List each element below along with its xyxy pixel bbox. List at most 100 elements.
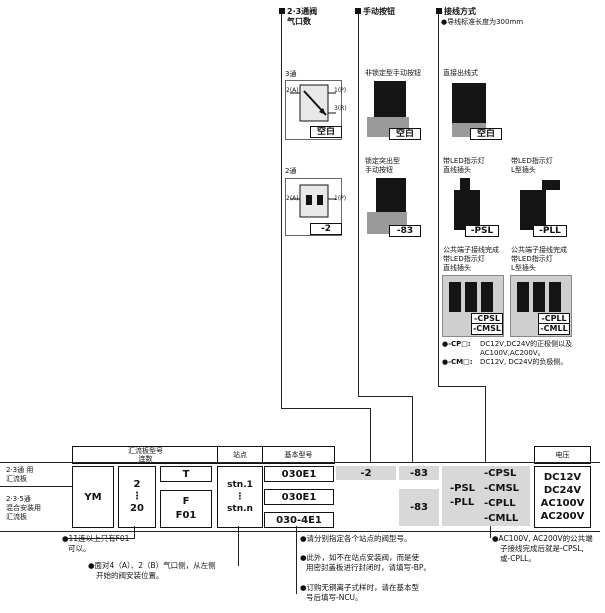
wiring-leader-down — [485, 386, 486, 463]
base-note-leader — [296, 526, 297, 594]
pll-caption-1: 带LED指示灯 — [511, 157, 553, 165]
three-way-tag: 空白 — [310, 126, 342, 138]
count-bottom: 20 — [130, 503, 144, 514]
cm-note-key: ●-CM□: — [442, 358, 473, 366]
ym-cell: YM — [72, 466, 114, 528]
two-way-port-2a: 2(A) — [286, 195, 299, 202]
note-specify-valve: ●请分别指定各个站点的阀型号。 — [300, 534, 412, 543]
row2-label-1: 2·3·5通 — [6, 495, 31, 503]
count-header-text: 连数 — [138, 455, 153, 463]
row-divider — [0, 486, 72, 487]
note-ncu-2: 号后填写-NCU。 — [306, 593, 363, 602]
wiring-psl: -PSL — [450, 483, 476, 494]
ports-leader-down — [370, 408, 371, 463]
row2-label-2: 混合安装用 — [6, 504, 41, 512]
ports-section-subtitle: 气口数 — [287, 17, 311, 26]
row1-label-2: 汇流板 — [6, 475, 27, 483]
note-ac-common-1: ●AC100V, AC200V的公共端 — [492, 534, 593, 543]
type-f: F — [182, 496, 190, 507]
table-bottom-rule — [0, 531, 600, 532]
manual-option-b: -83 — [399, 489, 439, 526]
cp-note-key: ●-CP□: — [442, 340, 471, 348]
valve-coil-block — [533, 282, 545, 312]
ports-section-title: 2·3通阀 — [279, 7, 317, 17]
type-t-cell: T — [160, 466, 212, 482]
ports-title-text: 2·3通阀 — [287, 7, 318, 16]
direct-tag: 空白 — [470, 128, 502, 140]
cp-note-text-2: AC100V,AC200V。 — [480, 349, 545, 357]
valve-coil-block — [481, 282, 493, 312]
note-ac-common-3: 或-CPLL。 — [500, 554, 536, 563]
note-blanking-1: ●此外，如不在站点安装阀，而是使 — [300, 553, 420, 562]
cpll-caption-1: 公共端子接线完成 — [511, 246, 567, 254]
note-11-stations-1: ●11连以上只有F01 — [62, 534, 130, 543]
note-11-stations-2: 可以。 — [68, 544, 91, 553]
count-note-leader-h — [66, 538, 135, 539]
wiring-cmsl: -CMSL — [484, 483, 520, 494]
valve-coil-block — [520, 190, 546, 230]
cmll-tag: -CMLL — [538, 323, 570, 335]
wiring-leader-line — [438, 13, 439, 386]
three-way-port-1p: 1(P) — [334, 87, 347, 94]
valve-coil-block — [374, 81, 406, 117]
three-way-label: 3通 — [285, 70, 297, 78]
type-f-cell: F F01 — [160, 490, 212, 528]
manual-section-title: 手动按钮 — [355, 7, 395, 17]
valve-coil-block — [449, 282, 461, 312]
row1-label-1: 2·3通 用 — [6, 466, 34, 474]
station-cell: stn.1 ⋮ stn.n — [217, 466, 263, 528]
cpll-caption-3: L型插头 — [511, 264, 536, 272]
manual-leader-line — [358, 13, 359, 396]
valve-coil-block — [465, 282, 477, 312]
two-way-valve-symbol-icon — [290, 184, 336, 218]
voltage-header: 电压 — [534, 446, 591, 464]
station-top: stn.1 — [227, 480, 253, 490]
cpll-caption-2: 带LED指示灯 — [511, 255, 553, 263]
direct-caption: 直接出线式 — [443, 69, 478, 77]
station-note-leader — [238, 526, 239, 566]
cp-note-text-1: DC12V,DC24V的正极侧以及 — [480, 340, 573, 348]
ports-leader-h — [281, 408, 371, 409]
two-way-tag: -2 — [310, 223, 342, 235]
wiring-option-cell — [442, 466, 530, 526]
count-dots: ⋮ — [132, 491, 142, 502]
count-top: 2 — [133, 479, 141, 490]
wiring-length-note: ●导线标准长度为300mm — [441, 18, 524, 26]
wiring-leader-h — [438, 386, 486, 387]
note-ac-common-2: 子接线完成后就是-CPSL, — [500, 544, 584, 553]
cpsl-caption-3: 直线插头 — [443, 264, 471, 272]
wiring-cpsl: -CPSL — [484, 468, 517, 479]
port-option-cell: -2 — [336, 466, 396, 480]
three-way-port-2a: 2(A) — [286, 87, 299, 94]
valve-coil-block — [454, 190, 480, 230]
table-top-rule — [0, 462, 600, 463]
station-dots: ⋮ — [235, 492, 245, 502]
two-way-port-1p: 1(P) — [334, 195, 347, 202]
nonlock-tag: 空白 — [389, 128, 421, 140]
three-way-port-3r: 3(R) — [334, 105, 347, 112]
manual-option-a: -83 — [399, 466, 439, 480]
valve-coil-block — [549, 282, 561, 312]
wiring-pll: -PLL — [450, 497, 475, 508]
square-bullet-icon — [279, 8, 285, 14]
manifold-header-text: 汇流板型号 — [128, 447, 163, 455]
psl-caption-2: 直线插头 — [443, 166, 471, 174]
base-model-b: 030E1 — [264, 489, 334, 505]
lock-tag: -83 — [389, 225, 421, 237]
wiring-title-text: 接线方式 — [444, 7, 476, 16]
cpsl-caption-1: 公共端子接线完成 — [443, 246, 499, 254]
count-note-leader — [134, 526, 135, 538]
psl-tag: -PSL — [465, 225, 499, 237]
square-bullet-icon — [355, 8, 361, 14]
voltage-dc12: DC12V — [543, 472, 582, 483]
connector-block — [460, 178, 470, 192]
note-ncu-1: ●订购无铜离子式样时，请在基本型 — [300, 583, 420, 592]
lock-caption-1: 锁定突出型 — [365, 157, 400, 165]
base-model-header: 基本型号 — [262, 446, 335, 464]
manual-leader-down — [412, 396, 413, 463]
wiring-cmll: -CMLL — [484, 513, 519, 524]
note-station-2: 开始的阀安装位置。 — [96, 571, 164, 580]
two-way-label: 2通 — [285, 167, 297, 175]
type-f01: F01 — [175, 510, 197, 521]
note-station-1: ●面对4（A）、2（B）气口侧，从左侧 — [88, 561, 216, 570]
